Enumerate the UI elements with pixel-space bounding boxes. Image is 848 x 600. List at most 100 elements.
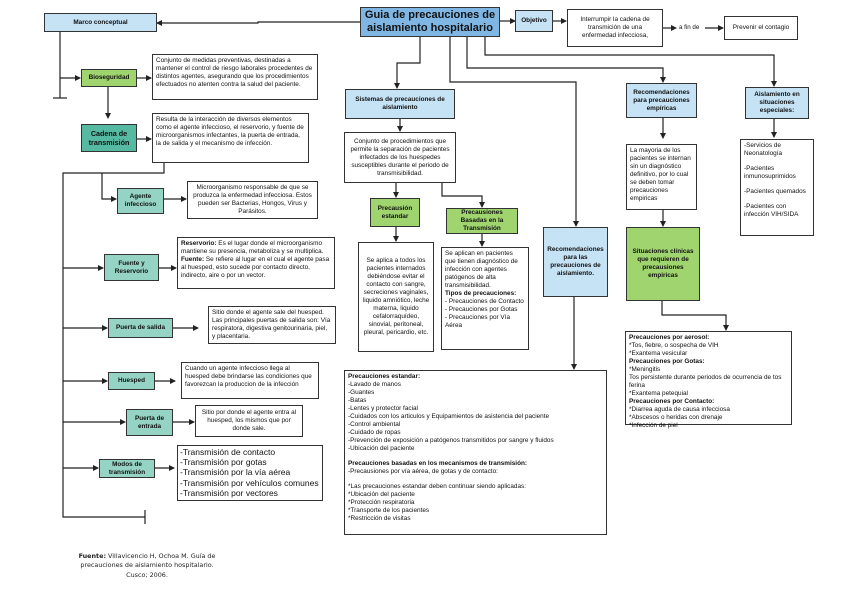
agente-infeccioso-label: Agente infeccioso <box>124 193 157 208</box>
estandar-item: -Cuidados con los articulos y Equipamien… <box>348 413 550 420</box>
precausion-estandar-node: Precausión estandar <box>370 198 420 227</box>
modo-item: -Transmisión por gotas <box>180 457 267 468</box>
puerta-entrada-label: Puerta de entrada <box>134 414 165 430</box>
modos-transmision-label: Modos de transmisión <box>108 460 146 476</box>
sistemas-precauciones-node: Sistemas de precauciones de aislamiento <box>345 89 455 119</box>
continuar-item: *Restricción de visitas <box>348 515 411 522</box>
gotas-item: *Exantema petequial <box>629 390 688 397</box>
prevenir-contagio-node: Prevenir el contagio <box>724 16 798 40</box>
continuar-item: *Transporte de los pacientes <box>348 507 430 514</box>
estandar-item: -Batas <box>348 397 367 404</box>
agente-infeccioso-desc-text: Microorganismo responsable de que se pro… <box>193 184 312 215</box>
fuente-term: Fuente: <box>181 256 205 263</box>
gotas-item: *Meningitis <box>629 366 661 373</box>
aerosol-title: Precauciones por aerosol: <box>629 334 710 341</box>
recomendaciones-aislamiento-node: Recomendaciones para las precauciones de… <box>543 227 608 297</box>
cadena-transmision-label: Cadena de transmisión <box>88 129 130 147</box>
source-term: Fuente: <box>78 552 107 560</box>
contacto-title: Precauciones por Contacto: <box>629 398 715 405</box>
tipo-precaucion-item: - Precauciones de Contacto <box>445 298 524 305</box>
estandar-item: -Prevención de exposición a patógenos tr… <box>348 437 554 444</box>
especial-item: -Servicios de Neonatología <box>744 142 783 157</box>
cadena-transmision-node: Cadena de transmisión <box>81 124 137 152</box>
tipos-precauciones-title: Tipos de precauciones: <box>445 290 517 297</box>
fuente-text: Se refiere al lugar en el cual el agente… <box>181 256 330 279</box>
objetivo-node: Objetivo <box>515 10 553 32</box>
huesped-node: Huesped <box>108 372 155 390</box>
continuar-item: *Las precauciones estandar deben continu… <box>348 483 526 490</box>
aislamiento-especiales-list: -Servicios de Neonatología -Pacientes in… <box>740 139 814 236</box>
precausiones-transmision-label: Precausiones Basadas en la Transmisión <box>460 209 504 232</box>
estandar-title: Precauciones estandar: <box>348 373 421 380</box>
estandar-item: -Lentes y protector facial <box>348 405 418 412</box>
objetivo-text: Interrumpir la cadena de transmición de … <box>580 16 650 39</box>
precausion-estandar-desc: Se aplica a todos los pacientes internad… <box>358 242 434 352</box>
cadena-transmision-desc: Resulta de la interacción de diversos el… <box>152 113 309 163</box>
bioseguridad-node: Bioseguridad <box>81 69 137 87</box>
huesped-label: Huesped <box>118 377 145 384</box>
estandar-item: -Guantes <box>348 389 375 396</box>
puerta-entrada-desc: Sitio por donde el agente entra al huesp… <box>195 405 303 437</box>
puerta-entrada-node: Puerta de entrada <box>126 409 173 436</box>
source-text: Villavicencio H, Ochoa M. Guía de precau… <box>80 552 216 579</box>
bioseguridad-desc: Conjunto de medidas preventivas, destina… <box>152 54 318 100</box>
contacto-item: *Abscesos o heridas con drenaje <box>629 414 723 421</box>
contacto-item: *Infección de piel <box>629 422 678 429</box>
situaciones-clinicas-node: Situaciones clínicas que requieren de pr… <box>626 227 700 301</box>
puerta-salida-label: Puerta de salida <box>115 324 166 331</box>
sistemas-precauciones-desc: Conjunto de procedimientos que permite l… <box>344 132 456 183</box>
precausiones-transmision-desc-text: Se aplican en pacientes que tienen diagn… <box>445 250 518 289</box>
aerosol-item: *Tos, fiebre, o sospecha de VIH <box>629 342 719 349</box>
agente-infeccioso-desc: Microorganismo responsable de que se pro… <box>187 181 318 219</box>
gotas-item: Tos persistente durante periodos de ocur… <box>629 374 782 389</box>
precausiones-transmision-desc: Se aplican en pacientes que tienen diagn… <box>441 247 529 350</box>
tipo-precaucion-item: - Precauciones por Gotas <box>445 306 518 313</box>
recomendaciones-aislamiento-list: Precauciones estandar: -Lavado de manos … <box>344 370 607 535</box>
continuar-item: *Protección respiratoria <box>348 499 415 506</box>
especial-item: -Pacientes inmunosuprimidos <box>744 165 796 180</box>
precausion-estandar-desc-text: Se aplica a todos los pacientes internad… <box>362 257 430 336</box>
recomendaciones-empiricas-desc: La mayoria de los pacientes se internan … <box>626 144 697 210</box>
especial-item: -Pacientes con infección VIH/SIDA <box>744 203 799 218</box>
puerta-salida-desc: Sitio donde el agente sale del huesped. … <box>208 306 336 344</box>
recomendaciones-empiricas-label: Recomendaciones para precauciones empíri… <box>633 88 690 112</box>
prevenir-contagio-text: Prevenir el contagio <box>732 24 790 31</box>
puerta-entrada-desc-text: Sitio por donde el agente entra al huesp… <box>201 409 297 432</box>
bioseguridad-label: Bioseguridad <box>88 74 130 81</box>
puerta-salida-desc-text: Sitio donde el agente sale del huesped. … <box>212 309 331 340</box>
recomendaciones-empiricas-desc-text: La mayoria de los pacientes se internan … <box>630 147 691 202</box>
modos-transmision-list: -Transmisión de contacto -Transmisión po… <box>177 445 323 501</box>
situaciones-clinicas-label: Situaciones clínicas que requieren de pr… <box>632 248 694 279</box>
modo-item: -Transmisión por vectores <box>180 487 278 498</box>
reservorio-text: Es el lugar donde el microorganismo mant… <box>181 240 324 255</box>
estandar-item: -Ubicación del paciente <box>348 445 415 452</box>
aislamiento-especiales-node: Aislamiento en situaciones especiales: <box>745 87 809 119</box>
modo-item: -Transmisión por vehículos comunes <box>180 477 319 488</box>
cadena-transmision-desc-text: Resulta de la interacción de diversos el… <box>156 116 304 147</box>
marco-conceptual-label: Marco conceptual <box>73 18 128 26</box>
marco-conceptual-node: Marco conceptual <box>44 13 157 32</box>
recomendaciones-empiricas-node: Recomendaciones para precauciones empíri… <box>626 83 697 118</box>
estandar-item: -Control ambiental <box>348 421 401 428</box>
reservorio-term: Reservorio: <box>181 240 217 247</box>
huesped-desc: Cuando un agente infeccioso llega al hue… <box>181 362 319 399</box>
precausion-estandar-label: Precausión estandar <box>377 204 413 220</box>
a-fin-de-label: a fin de <box>679 24 700 31</box>
modo-item: -Transmisión por la vía aérea <box>180 467 291 478</box>
sistemas-precauciones-desc-text: Conjunto de procedimientos que permite l… <box>350 137 450 177</box>
sistemas-precauciones-label: Sistemas de precauciones de aislamiento <box>355 96 445 111</box>
tipo-precaucion-item: - Precauciones por Vía Aérea <box>445 314 511 329</box>
fuente-reservorio-desc: Reservorio: Es el lugar donde el microor… <box>177 237 335 289</box>
precausiones-transmision-node: Precausiones Basadas en la Transmisión <box>446 208 518 234</box>
huesped-desc-text: Cuando un agente infeccioso llega al hue… <box>185 365 312 388</box>
modo-item: -Transmisión de contacto <box>180 447 276 457</box>
agente-infeccioso-node: Agente infeccioso <box>117 188 164 214</box>
mecanismos-title: Precauciones basadas en los mecanismos d… <box>348 460 528 467</box>
recomendaciones-aislamiento-label: Recomendaciones para las precauciones de… <box>547 246 604 277</box>
main-title-text: Guia de precauciones de aislamiento hosp… <box>364 9 496 34</box>
continuar-item: *Ubicación del paciente <box>348 491 415 498</box>
source-citation: Fuente: Villavicencio H, Ochoa M. Guía d… <box>72 552 222 580</box>
bioseguridad-desc-text: Conjunto de medidas preventivas, destina… <box>156 57 313 88</box>
estandar-item: -Cuidado de ropas <box>348 429 401 436</box>
